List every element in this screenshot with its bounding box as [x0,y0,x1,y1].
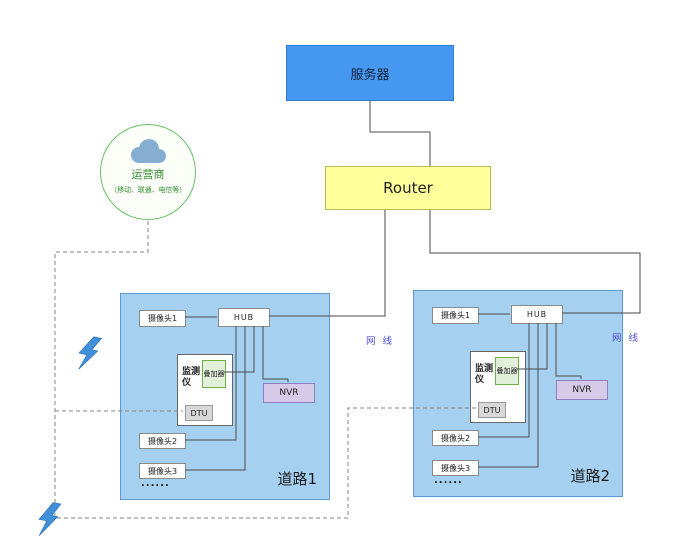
camera3-label: 摄像头3 [147,466,178,476]
nvr-node: NVR [263,383,315,403]
hub-label: HUB [526,310,548,319]
overlay-node: 叠加器 [495,357,519,385]
more-devices-ellipsis: ...... [141,478,170,489]
road1-zone: 摄像头1 HUB 监测仪 叠加器 DTU NVR 摄像头2 摄像头3 .....… [120,293,330,500]
hub-node: HUB [218,308,270,327]
monitor-node: 监测仪 叠加器 DTU [470,351,526,423]
road2-title: 道路2 [570,467,610,485]
camera2-label: 摄像头2 [440,433,471,443]
camera2-label: 摄像头2 [147,436,178,446]
lightning-icon [38,502,62,536]
camera3-label: 摄像头3 [440,463,471,473]
camera1-label: 摄像头1 [440,311,471,320]
camera2-node: 摄像头2 [432,430,479,446]
carrier-node: 运营商 （移动、联通、电信等） [100,124,196,220]
nvr-label: NVR [279,388,299,398]
cloud-icon [131,139,166,163]
server-node: 服务器 [286,45,454,101]
camera1-node: 摄像头1 [139,310,186,327]
hub-label: HUB [233,313,255,322]
camera1-label: 摄像头1 [147,314,178,323]
overlay-label: 叠加器 [203,369,225,378]
road2-zone: 摄像头1 HUB 监测仪 叠加器 DTU NVR 摄像头2 摄像头3 .....… [413,290,623,497]
dtu-node: DTU [185,405,213,421]
carrier-subtitle: （移动、联通、电信等） [110,185,186,194]
hub-node: HUB [511,305,563,324]
dtu-node: DTU [478,402,506,418]
road1-title: 道路1 [277,470,317,488]
monitor-label: 监测仪 [182,367,201,389]
dtu-label: DTU [190,408,208,418]
monitor-node: 监测仪 叠加器 DTU [177,354,233,426]
server-label: 服务器 [350,67,390,83]
overlay-node: 叠加器 [202,360,226,388]
camera3-node: 摄像头3 [139,463,186,479]
lightning-icon [78,336,103,370]
camera2-node: 摄像头2 [139,433,186,449]
overlay-label: 叠加器 [496,366,518,375]
router-node: Router [325,166,491,210]
router-label: Router [383,179,433,197]
camera1-node: 摄像头1 [432,307,479,324]
dtu-label: DTU [483,405,501,415]
carrier-name: 运营商 [131,168,165,181]
more-devices-ellipsis: ...... [434,475,463,486]
nvr-node: NVR [556,380,608,400]
camera3-node: 摄像头3 [432,460,479,476]
cable-label-road2: 网 线 [612,333,641,344]
monitor-label: 监测仪 [475,364,494,386]
cable-label-road1: 网 线 [366,336,395,347]
nvr-label: NVR [572,385,592,395]
